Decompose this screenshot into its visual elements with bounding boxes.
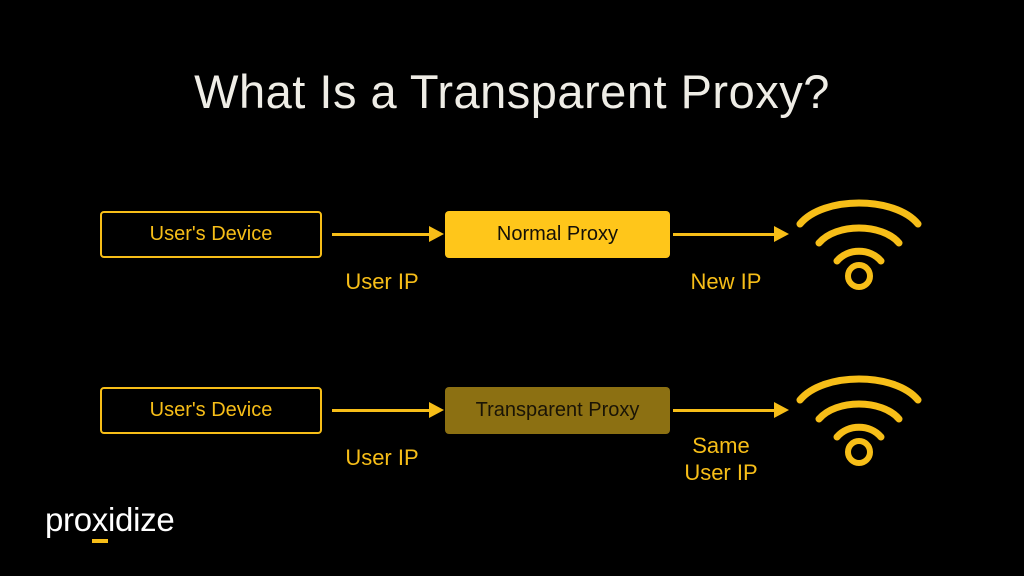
wifi-icon	[789, 356, 929, 466]
arrow-shaft	[673, 233, 776, 236]
arrow-device-to-proxy-transparent	[332, 402, 444, 418]
normal-proxy-box: Normal Proxy	[445, 211, 670, 258]
arrow-proxy-to-internet-normal	[673, 226, 789, 242]
caption-user-ip-transparent: User IP	[345, 445, 419, 470]
transparent-proxy-flow-row: User's Device User IP Transparent Proxy …	[0, 372, 1024, 492]
page-title: What Is a Transparent Proxy?	[194, 65, 830, 118]
arrow-head-icon	[774, 402, 789, 418]
arrow-head-icon	[774, 226, 789, 242]
user-device-box-normal: User's Device	[100, 211, 322, 258]
arrow-shaft	[332, 409, 431, 412]
arrow-device-to-proxy-normal	[332, 226, 444, 242]
transparent-proxy-box: Transparent Proxy	[445, 387, 670, 434]
arrow-proxy-to-internet-transparent	[673, 402, 789, 418]
arrow-shaft	[673, 409, 776, 412]
user-device-box-transparent: User's Device	[100, 387, 322, 434]
proxidize-logo: proxidize	[45, 500, 175, 543]
normal-proxy-flow-row: User's Device User IP Normal Proxy New I…	[0, 196, 1024, 316]
wifi-icon	[789, 180, 929, 290]
user-device-label: User's Device	[149, 223, 273, 245]
logo-wordmark: proxidize	[45, 501, 175, 543]
arrow-head-icon	[429, 402, 444, 418]
logo-suffix: idize	[108, 501, 175, 538]
transparent-proxy-label: Transparent Proxy	[475, 399, 640, 421]
logo-prefix: pro	[45, 501, 92, 538]
logo-highlight-x: x	[91, 501, 108, 543]
user-device-label: User's Device	[149, 399, 273, 421]
normal-proxy-label: Normal Proxy	[496, 223, 619, 245]
caption-new-ip: New IP	[690, 269, 762, 294]
arrow-head-icon	[429, 226, 444, 242]
arrow-shaft	[332, 233, 431, 236]
caption-user-ip-normal: User IP	[345, 269, 419, 294]
caption-same-user-ip: Same User IP	[684, 433, 758, 485]
